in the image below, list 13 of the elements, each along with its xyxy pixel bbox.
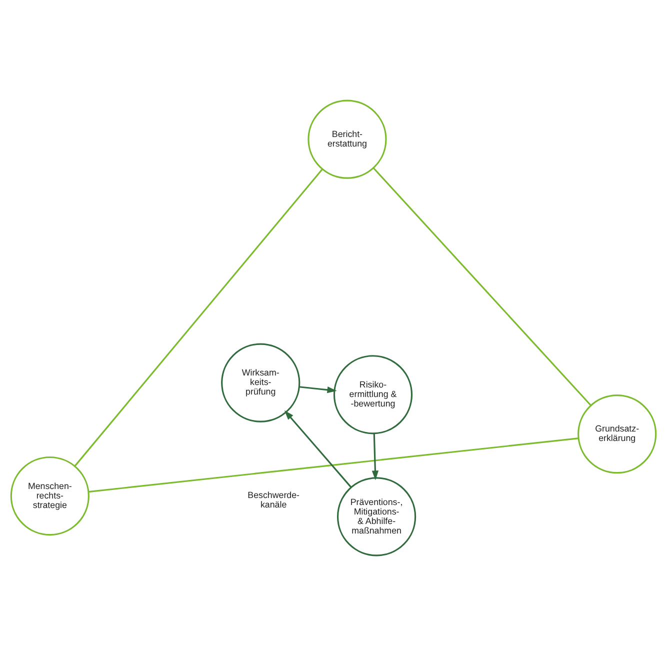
arrow <box>372 433 379 480</box>
arrow <box>284 410 352 488</box>
connector <box>74 168 323 467</box>
node-circle: Menschen- rechts- strategie <box>10 456 90 536</box>
node-circle: Präventions-, Mitigations- & Abhilfe- maßnahmen <box>336 477 416 556</box>
connector <box>88 437 579 493</box>
node-circle: Wirksam- keits- prüfung <box>221 343 300 422</box>
label: Beschwerde- kanäle <box>248 490 300 510</box>
node-circle: Risiko- ermittlung & -bewertung <box>333 355 413 434</box>
node-circle: Bericht- erstattung <box>308 100 387 179</box>
node-circle: Grundsatz- erklärung <box>578 394 657 474</box>
arrow <box>299 386 337 394</box>
connector <box>372 167 592 406</box>
